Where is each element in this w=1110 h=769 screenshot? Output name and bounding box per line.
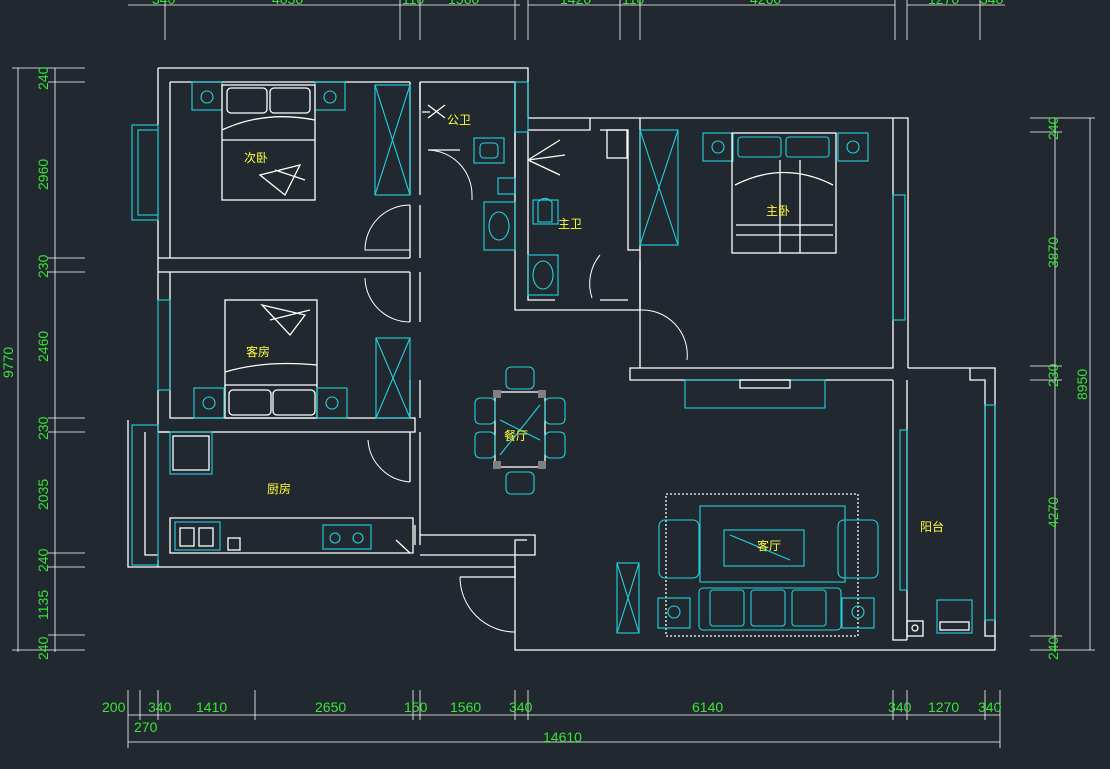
master-bath-fixtures xyxy=(527,129,628,296)
dim-bottom-total: 14610 xyxy=(543,729,582,745)
master-bedroom-furniture xyxy=(639,129,869,254)
dim-left-5: 230 xyxy=(35,416,51,440)
label-master-bath: 主卫 xyxy=(558,217,582,231)
dim-top-2: 4030 xyxy=(272,0,303,7)
dim-bottom-7: 340 xyxy=(509,699,533,715)
dim-bottom-5: 150 xyxy=(404,699,428,715)
dim-right-4: 4270 xyxy=(1045,497,1061,528)
dim-left-2: 2960 xyxy=(35,159,51,190)
doors xyxy=(364,149,688,633)
left-dimension-labels: 240 2960 230 2460 230 2035 240 1135 240 … xyxy=(0,66,51,660)
dim-bottom-9: 340 xyxy=(888,699,912,715)
dim-bottom-2: 340 xyxy=(148,699,172,715)
kitchen-furniture xyxy=(169,431,414,554)
label-balcony: 阳台 xyxy=(920,519,944,534)
windows xyxy=(131,81,996,621)
bottom-dimension-labels: 200 340 1410 2650 150 1560 340 6140 340 … xyxy=(102,699,1002,745)
label-master-bedroom: 主卧 xyxy=(766,204,790,218)
balcony-furniture xyxy=(906,599,973,637)
label-dining: 餐厅 xyxy=(504,428,528,443)
right-dimension-labels: 240 3870 230 4270 240 8950 xyxy=(1045,116,1090,660)
dim-top-7: 4260 xyxy=(750,0,781,7)
dim-right-3: 230 xyxy=(1045,363,1061,387)
living-room-furniture xyxy=(616,379,879,637)
label-living: 客厅 xyxy=(757,538,781,553)
dining-furniture xyxy=(474,366,566,495)
dim-left-3: 230 xyxy=(35,254,51,278)
dim-left-4: 2460 xyxy=(35,331,51,362)
label-public-bath: 公卫 xyxy=(447,113,471,127)
dim-right-2: 3870 xyxy=(1045,237,1061,268)
label-guest-room: 客房 xyxy=(246,344,270,359)
dim-top-5: 1420 xyxy=(560,0,591,7)
dimension-lines xyxy=(12,0,1095,748)
dim-left-1: 240 xyxy=(35,66,51,90)
dim-top-9: 340 xyxy=(980,0,1004,7)
dim-bottom-6: 1560 xyxy=(450,699,481,715)
dim-bottom-4: 2650 xyxy=(315,699,346,715)
dim-left-total: 9770 xyxy=(0,347,16,378)
dim-top-8: 1270 xyxy=(928,0,959,7)
top-dimension-labels: 340 4030 110 1560 1420 110 4260 1270 340 xyxy=(152,0,1004,7)
dim-right-5: 240 xyxy=(1045,636,1061,660)
dim-right-1: 240 xyxy=(1045,116,1061,140)
label-second-bedroom: 次卧 xyxy=(244,151,268,165)
dim-top-3: 110 xyxy=(402,0,425,7)
dim-bottom-10: 1270 xyxy=(928,699,959,715)
dim-bottom-8: 6140 xyxy=(692,699,723,715)
dim-bottom-3: 1410 xyxy=(196,699,227,715)
dim-left-9: 240 xyxy=(35,636,51,660)
dim-bottom-1: 200 xyxy=(102,699,126,715)
dim-bottom-11: 340 xyxy=(978,699,1002,715)
guest-room-furniture xyxy=(193,299,411,419)
room-labels: 次卧 公卫 主卫 主卧 客房 餐厅 厨房 客厅 阳台 xyxy=(244,113,944,553)
dim-left-6: 2035 xyxy=(35,479,51,510)
second-bedroom-furniture xyxy=(191,81,411,201)
dim-top-6: 110 xyxy=(622,0,645,7)
label-kitchen: 厨房 xyxy=(267,481,291,496)
dim-top-4: 1560 xyxy=(448,0,479,7)
public-bath-fixtures xyxy=(422,104,516,251)
dim-left-8: 1135 xyxy=(35,590,51,620)
dim-top-1: 340 xyxy=(152,0,176,7)
dim-right-total: 8950 xyxy=(1074,369,1090,400)
dim-left-7: 240 xyxy=(35,548,51,572)
dim-bottom-extra: 270 xyxy=(134,719,158,735)
